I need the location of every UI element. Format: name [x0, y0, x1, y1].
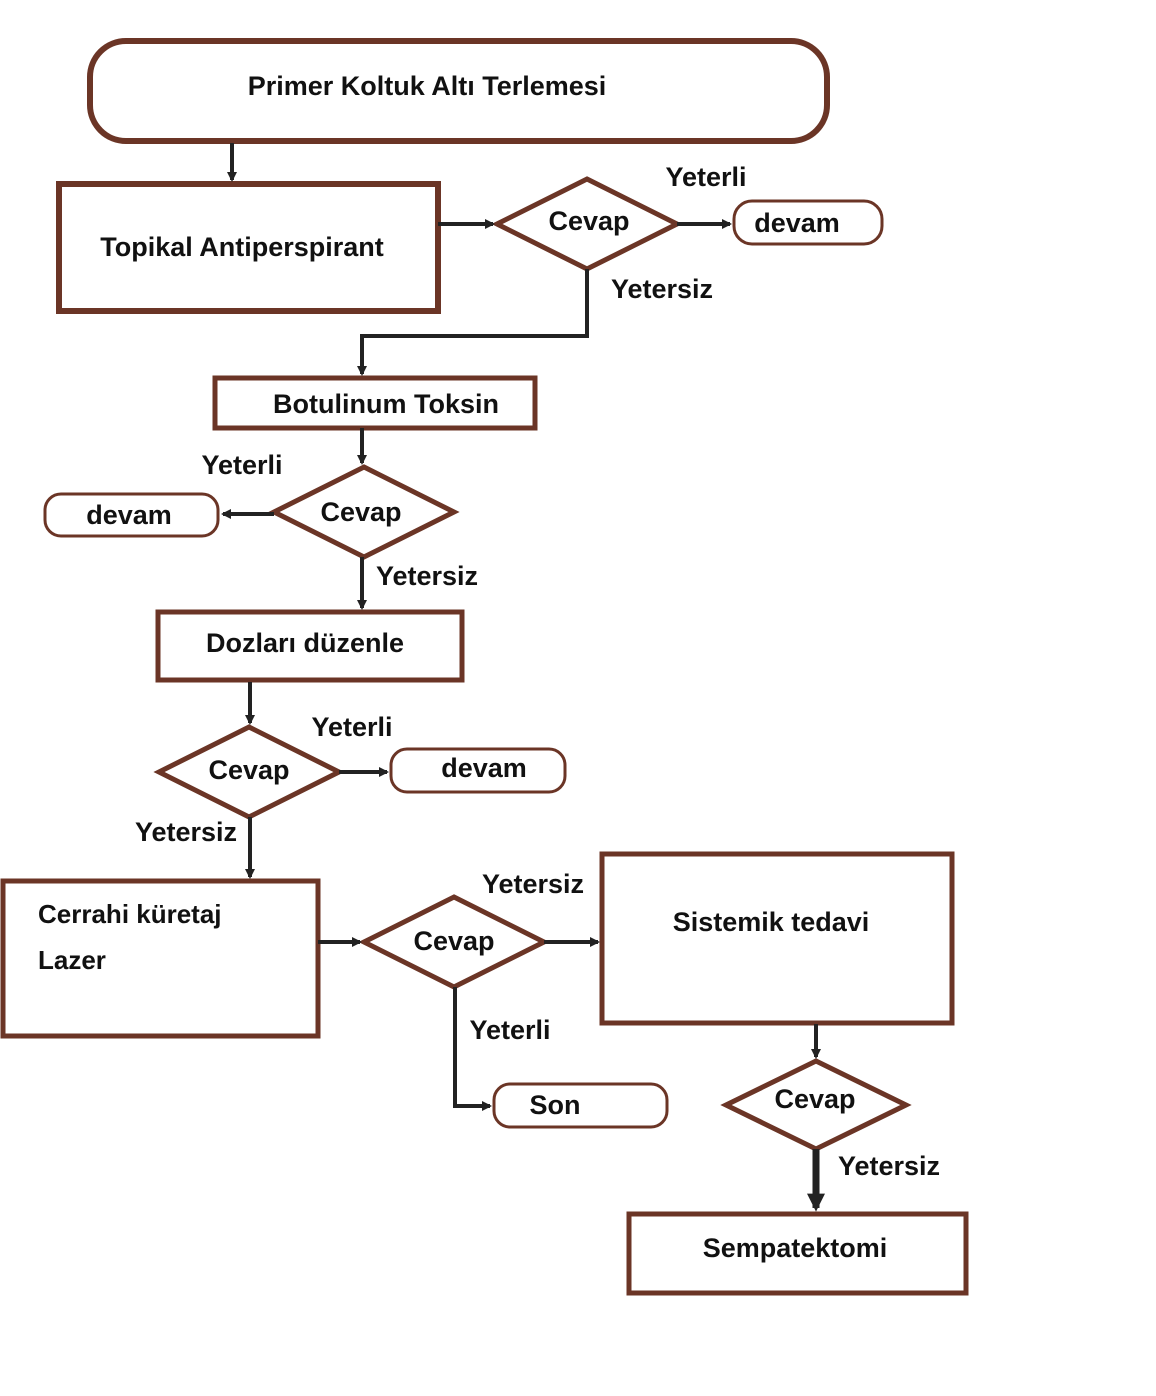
arrow-decision4-to-end	[453, 987, 492, 1111]
dose-adjust-box	[155, 609, 465, 683]
edge-label-d2-yes: Yeterli	[201, 450, 282, 480]
end-terminal	[492, 1082, 669, 1129]
botulinum-toxin-box	[212, 375, 538, 431]
arrow-decision1-to-botulinum	[357, 269, 589, 376]
decision-4-label: Cevap	[413, 926, 494, 956]
surgery-label-line2: Lazer	[38, 945, 106, 975]
start-label: Primer Koltuk Altı Terlemesi	[248, 71, 607, 101]
systemic-therapy-box	[599, 851, 955, 1026]
devam-2-terminal	[43, 492, 220, 538]
edge-label-d2-no: Yetersiz	[376, 561, 478, 591]
surgery-label-line1: Cerrahi küretaj	[38, 899, 222, 929]
end-label: Son	[530, 1090, 581, 1120]
systemic-label: Sistemik tedavi	[673, 907, 870, 937]
decision-2-label: Cevap	[320, 497, 401, 527]
topical-antiperspirant-box	[56, 181, 441, 314]
sympathectomy-label: Sempatektomi	[703, 1233, 888, 1263]
edge-label-d4-no: Yetersiz	[482, 869, 584, 899]
devam-2-label: devam	[86, 500, 172, 530]
start-node	[87, 38, 830, 144]
topical-label: Topikal Antiperspirant	[100, 232, 384, 262]
devam-3-terminal	[389, 747, 567, 794]
edge-label-d3-no: Yetersiz	[135, 817, 237, 847]
surgery-laser-box	[0, 878, 321, 1039]
edge-label-d5-no: Yetersiz	[838, 1151, 940, 1181]
devam-1-terminal	[732, 199, 884, 246]
edge-label-d4-yes: Yeterli	[469, 1015, 550, 1045]
edge-label-d3-yes: Yeterli	[311, 712, 392, 742]
botulinum-label: Botulinum Toksin	[273, 389, 499, 419]
devam-3-label: devam	[441, 753, 527, 783]
edge-label-d1-yes: Yeterli	[665, 162, 746, 192]
decision-1-label: Cevap	[548, 206, 629, 236]
dose-label: Dozları düzenle	[206, 628, 404, 658]
sympathectomy-box	[626, 1211, 969, 1296]
devam-1-label: devam	[754, 208, 840, 238]
decision-3-label: Cevap	[208, 755, 289, 785]
edge-label-d1-no: Yetersiz	[611, 274, 713, 304]
decision-5-label: Cevap	[774, 1084, 855, 1114]
